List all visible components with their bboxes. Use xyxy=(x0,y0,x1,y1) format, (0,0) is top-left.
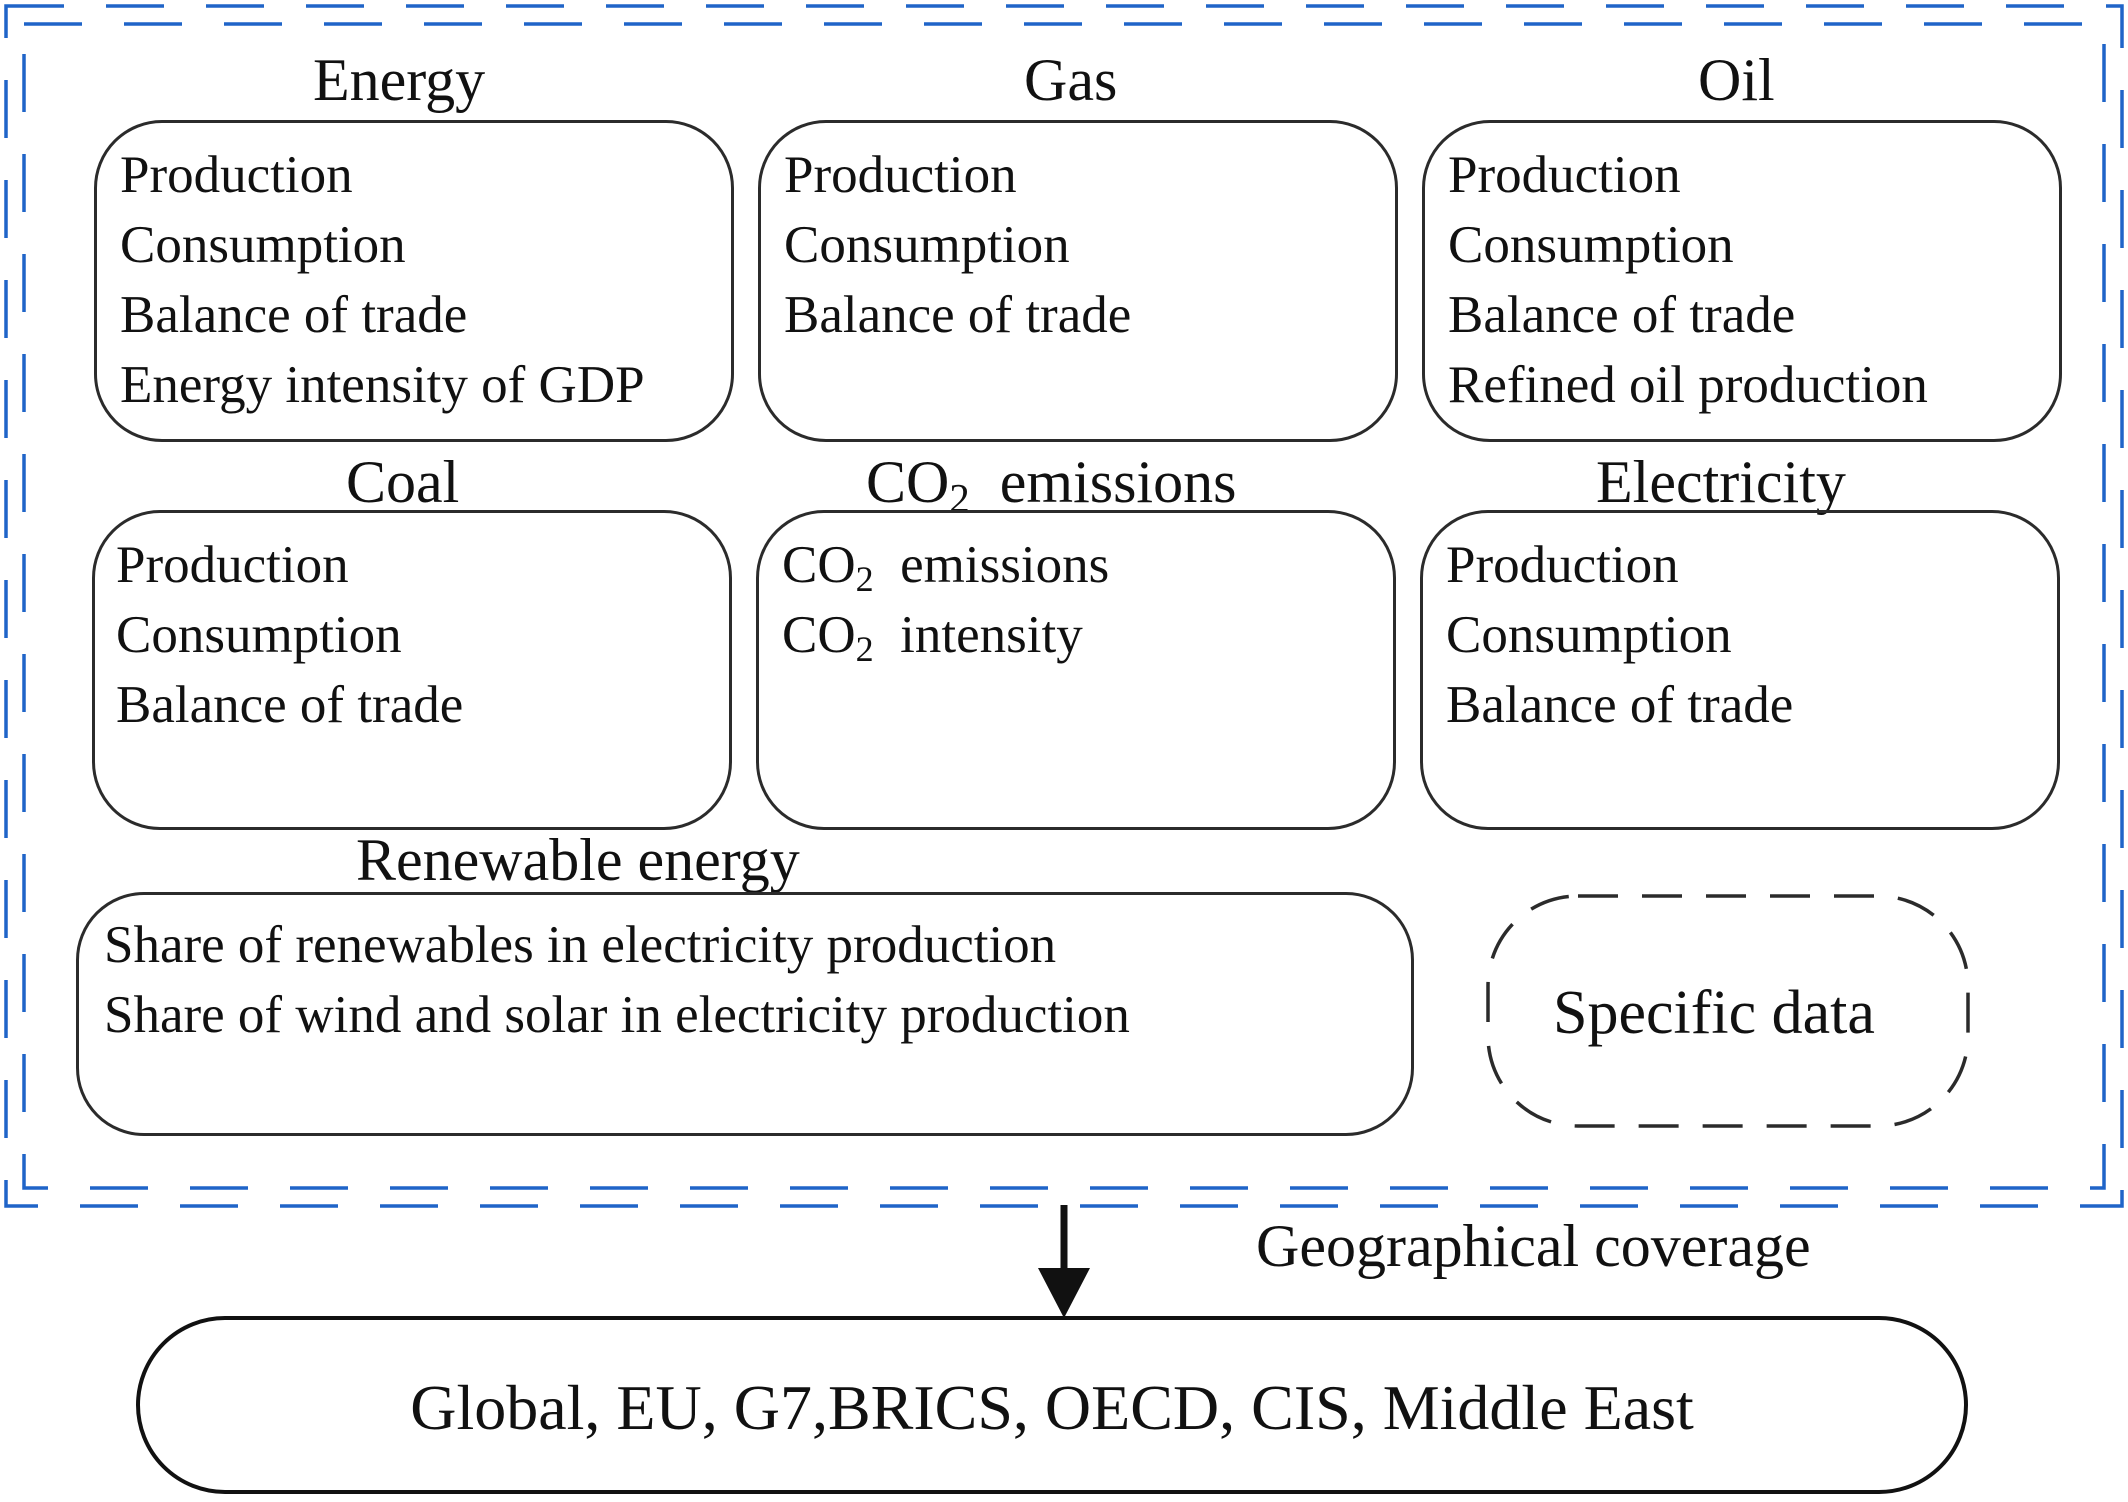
category-box-energy xyxy=(94,120,734,442)
category-items-co2-emissions: CO2 emissions CO2 intensity xyxy=(782,530,1109,670)
list-item: Balance of trade xyxy=(784,286,1132,344)
category-title-energy: Energy xyxy=(313,47,486,113)
category-items-electricity: Production Consumption Balance of trade xyxy=(1446,530,1793,740)
specific-data-box xyxy=(1486,894,1970,1128)
category-box-co2-emissions xyxy=(756,510,1396,830)
list-item: Balance of trade xyxy=(116,676,464,734)
category-items-coal: Production Consumption Balance of trade xyxy=(116,530,463,740)
list-item: CO2 intensity xyxy=(782,606,1083,669)
specific-data-label: Specific data xyxy=(1553,979,1875,1047)
list-item: Production xyxy=(1448,146,1681,204)
list-item: Production xyxy=(784,146,1017,204)
list-item: Consumption xyxy=(116,606,402,664)
category-title-gas: Gas xyxy=(1024,47,1118,113)
category-title-co2-emissions: CO2 emissions xyxy=(866,449,1237,522)
list-item: Consumption xyxy=(1446,606,1732,664)
coverage-box xyxy=(136,1316,1968,1494)
category-items-renewable: Share of renewables in electricity produ… xyxy=(104,910,1130,1050)
category-items-gas: Production Consumption Balance of trade xyxy=(784,140,1131,350)
list-item: Energy intensity of GDP xyxy=(120,356,645,414)
category-title-renewable: Renewable energy xyxy=(356,827,800,893)
list-item: Balance of trade xyxy=(120,286,468,344)
list-item: Consumption xyxy=(120,216,406,274)
list-item: Share of renewables in electricity produ… xyxy=(104,916,1057,974)
category-items-energy: Production Consumption Balance of trade … xyxy=(120,140,645,420)
category-box-renewable xyxy=(76,892,1414,1136)
list-item: CO2 emissions xyxy=(782,536,1110,599)
category-title-electricity: Electricity xyxy=(1596,449,1846,515)
list-item: Refined oil production xyxy=(1448,356,1928,414)
list-item: Consumption xyxy=(1448,216,1734,274)
coverage-text: Global, EU, G7,BRICS, OECD, CIS, Middle … xyxy=(410,1372,1694,1443)
category-box-gas xyxy=(758,120,1398,442)
category-box-oil xyxy=(1422,120,2062,442)
list-item: Production xyxy=(1446,536,1679,594)
list-item: Production xyxy=(116,536,349,594)
category-title-coal: Coal xyxy=(346,449,460,515)
category-box-electricity xyxy=(1420,510,2060,830)
list-item: Balance of trade xyxy=(1446,676,1794,734)
category-items-oil: Production Consumption Balance of trade … xyxy=(1448,140,1928,420)
outer-dashed-frame xyxy=(4,4,2124,1208)
list-item: Share of wind and solar in electricity p… xyxy=(104,986,1130,1044)
category-box-coal xyxy=(92,510,732,830)
list-item: Production xyxy=(120,146,353,204)
category-title-oil: Oil xyxy=(1698,47,1775,113)
list-item: Consumption xyxy=(784,216,1070,274)
down-arrow xyxy=(1038,1205,1090,1318)
list-item: Balance of trade xyxy=(1448,286,1796,344)
arrow-label: Geographical coverage xyxy=(1256,1213,1811,1279)
